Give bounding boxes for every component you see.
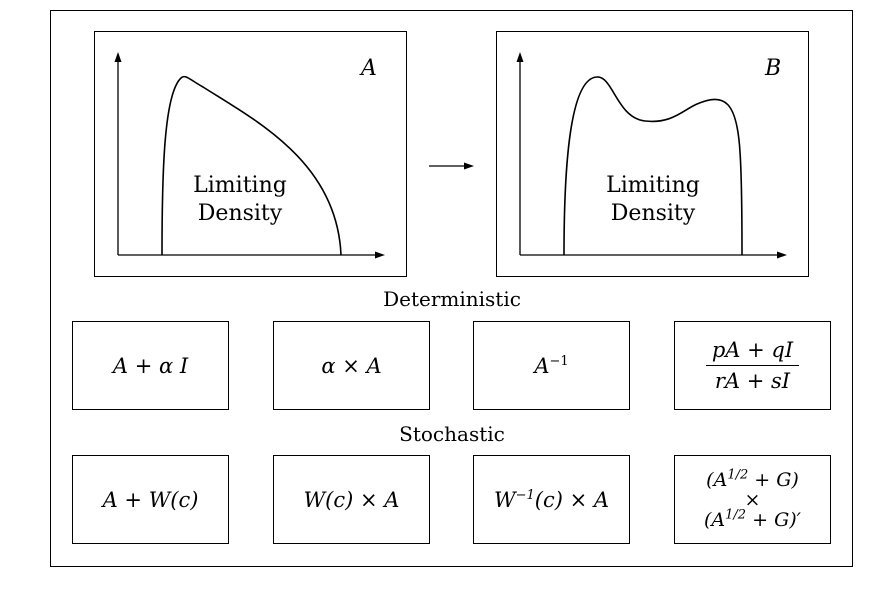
sandwich-line1: (A xyxy=(706,468,728,491)
op-inv-wishart-base: W xyxy=(493,487,516,512)
panel-a-plot xyxy=(114,52,385,259)
op-inv-wishart-rest: (c) × A xyxy=(534,487,610,512)
op-mobius-numerator: pA + qI xyxy=(705,338,800,366)
op-inv-wishart-exp: −1 xyxy=(515,487,535,503)
diagram-frame xyxy=(50,10,853,567)
stochastic-heading: Stochastic xyxy=(399,422,505,446)
sandwich-times: × xyxy=(744,488,761,511)
sandwich-line3-rest: + G)′ xyxy=(746,508,801,531)
panel-a-label-line2: Density xyxy=(197,201,283,226)
op-additive-noise-expr: A + W(c) xyxy=(102,487,199,512)
deterministic-heading: Deterministic xyxy=(383,287,521,311)
op-mobius: pA + qI rA + sI xyxy=(674,321,831,410)
density-curve-b xyxy=(563,76,743,256)
panel-a-label-line1: Limiting xyxy=(193,173,287,198)
op-gaussian-sandwich: (A1/2 + G) × (A1/2 + G)′ xyxy=(674,455,831,544)
op-mobius-fraction: pA + qI rA + sI xyxy=(705,338,800,393)
y-axis-arrowhead xyxy=(114,52,122,62)
op-wishart-product-expr: W(c) × A xyxy=(303,487,400,512)
y-axis-arrowhead xyxy=(516,52,524,62)
sandwich-line3: (A xyxy=(704,508,726,531)
panel-b-letter: B xyxy=(765,56,782,81)
panel-b-label-line1: Limiting xyxy=(606,173,700,198)
x-axis-arrowhead xyxy=(375,251,385,259)
panel-b-plot xyxy=(516,52,787,259)
panel-a-density-label: Limiting Density xyxy=(175,172,305,228)
op-scale-expr: α × A xyxy=(321,353,382,378)
op-wishart-product: W(c) × A xyxy=(273,455,430,544)
op-inverse-base: A xyxy=(534,353,550,378)
op-mobius-denominator: rA + sI xyxy=(714,369,791,393)
op-gaussian-sandwich-expr: (A1/2 + G) × (A1/2 + G)′ xyxy=(704,467,801,531)
panel-a-letter: A xyxy=(361,56,377,81)
sandwich-line3-exp: 1/2 xyxy=(725,507,747,523)
op-shift-expr: A + α I xyxy=(112,353,189,378)
transform-arrow xyxy=(429,162,474,170)
op-inverse-exp: −1 xyxy=(549,353,569,369)
op-shift: A + α I xyxy=(72,321,229,410)
panel-b: B Limiting Density xyxy=(496,31,809,277)
panel-b-label-line2: Density xyxy=(610,201,696,226)
panel-a: A Limiting Density xyxy=(94,31,407,277)
panel-b-density-label: Limiting Density xyxy=(588,172,718,228)
sandwich-line1-rest: + G) xyxy=(748,468,799,491)
x-axis-arrowhead xyxy=(777,251,787,259)
density-curve-a xyxy=(161,75,342,256)
op-additive-noise: A + W(c) xyxy=(72,455,229,544)
op-inverse: A−1 xyxy=(473,321,630,410)
op-inverse-wishart-product: W−1(c) × A xyxy=(473,455,630,544)
sandwich-line1-exp: 1/2 xyxy=(727,467,749,483)
op-scale: α × A xyxy=(273,321,430,410)
